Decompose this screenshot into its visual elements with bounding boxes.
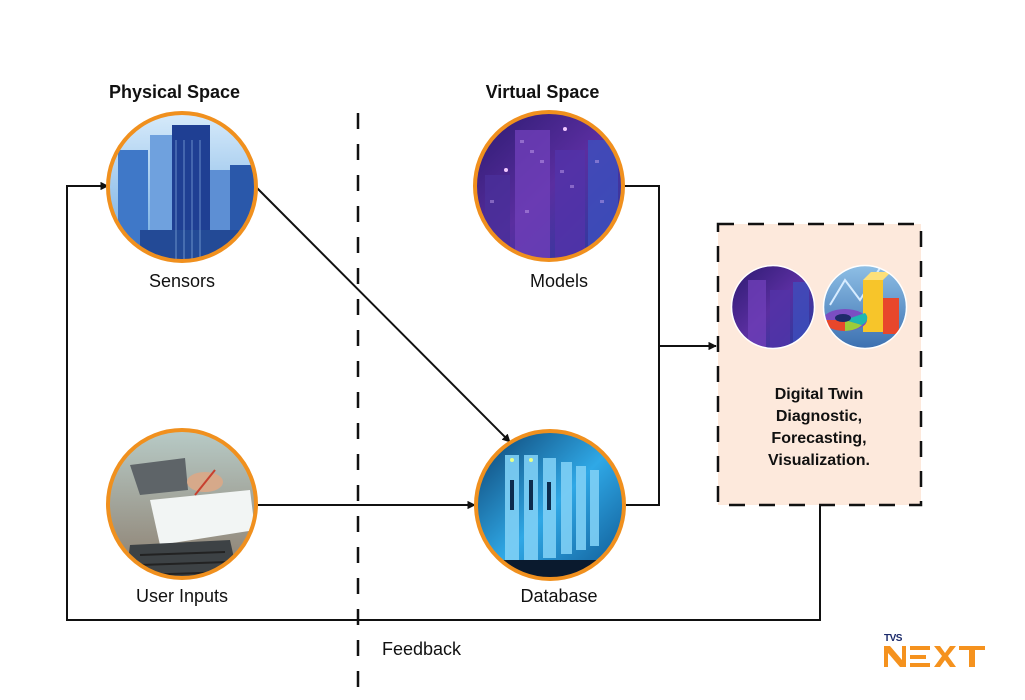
models-ring [473, 110, 625, 262]
models-label: Models [529, 271, 589, 291]
digital-twin-line: Forecasting, [771, 430, 867, 447]
virtual-space-heading: Virtual Space [485, 82, 600, 102]
arrow-sensors-to-database [256, 187, 511, 443]
logo-tvs-text: TVS [884, 633, 902, 644]
user-inputs-label: User Inputs [135, 586, 229, 606]
user-inputs-node-image [106, 428, 258, 580]
physical-space-heading: Physical Space [108, 82, 241, 102]
digital-city-icon [730, 264, 816, 350]
feedback-label: Feedback [382, 639, 462, 659]
models-node-image [473, 110, 625, 262]
user-inputs-ring [106, 428, 258, 580]
feedback-loop-arrow [66, 181, 821, 621]
database-label: Database [520, 586, 598, 606]
tvs-next-logo: TVS [884, 633, 990, 673]
digital-twin-line: Digital Twin [774, 386, 864, 403]
digital-twin-line: Visualization. [768, 452, 870, 469]
sensors-node-image [106, 111, 258, 263]
connector-models-database-bus [623, 185, 660, 506]
database-node-image [474, 429, 626, 581]
sensors-label: Sensors [148, 271, 216, 291]
sensors-ring [106, 111, 258, 263]
digital-twin-line: Diagnostic, [775, 408, 863, 425]
charts-3d-icon [822, 264, 908, 350]
database-ring [474, 429, 626, 581]
digital-twin-description: Digital Twin Diagnostic, Forecasting, Vi… [717, 384, 921, 472]
tvs-next-logo-mark [884, 646, 985, 667]
